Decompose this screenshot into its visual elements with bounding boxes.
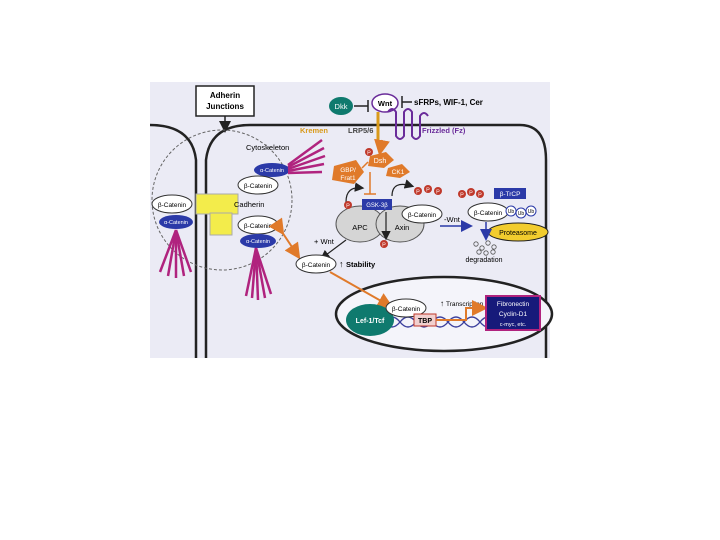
phospho-group-1-label-a: P xyxy=(416,190,420,196)
alpha-catenin-top-label: α-Catenin xyxy=(260,168,284,174)
wnt-label: Wnt xyxy=(378,99,393,108)
transcription-label: Transcription xyxy=(446,301,484,308)
lrp-label: LRP5/6 xyxy=(348,126,373,135)
axin-label: Axin xyxy=(395,223,410,232)
target-gene-1: Fibronectin xyxy=(497,301,530,308)
adherin-junctions-label-2: Junctions xyxy=(206,102,244,111)
beta-catenin-top-label: β-Catenin xyxy=(244,183,273,190)
stable-beta-catenin-label: β-Catenin xyxy=(302,262,331,269)
frizzled-label: Frizzled (Fz) xyxy=(422,126,466,135)
degrading-beta-catenin-label: β-Catenin xyxy=(474,210,503,217)
axin-phospho-label: P xyxy=(382,243,386,249)
nuclear-beta-catenin-label: β-Catenin xyxy=(392,306,421,313)
degradation-label: degradation xyxy=(466,257,503,264)
plus-wnt-label: + Wnt xyxy=(314,237,335,246)
left-beta-catenin-label: β-Catenin xyxy=(158,202,187,209)
dkk-label: Dkk xyxy=(335,102,348,111)
adherin-junctions-label-1: Adherin xyxy=(210,91,240,100)
gbp-frat1-label-1: GBP/ xyxy=(340,167,356,174)
btrcp-label: β-TrCP xyxy=(500,191,521,198)
cadherin-block-bottom xyxy=(210,213,232,235)
target-gene-2: Cyclin-D1 xyxy=(499,311,528,318)
dsh-phospho-label: P xyxy=(367,151,371,157)
phospho-group-1-label-c: P xyxy=(436,190,440,196)
target-gene-3: c-myc, etc. xyxy=(500,322,527,328)
stability-label: Stability xyxy=(346,260,376,269)
stability-arrow-glyph: ↑ xyxy=(339,259,344,269)
gbp-frat1-label-2: Frat1 xyxy=(340,175,356,182)
apc-label: APC xyxy=(352,223,368,232)
phospho-group-2-label-a: P xyxy=(460,193,464,199)
ck1-label: CK1 xyxy=(392,169,405,176)
cadherin-label: Cadherin xyxy=(234,200,264,209)
alpha-catenin-bottom-label: α-Catenin xyxy=(246,239,270,245)
ubiquitin-label-1: Ub xyxy=(508,209,515,215)
proteasome-label: Proteasome xyxy=(499,230,537,237)
cytoskeleton-label: Cytoskeleton xyxy=(246,143,289,152)
ubiquitin-label-3: Ub xyxy=(528,209,535,215)
phospho-group-1-label-b: P xyxy=(426,188,430,194)
minus-wnt-label: -Wnt xyxy=(444,215,461,224)
cadherin-block-top xyxy=(196,194,238,214)
kremen-label: Kremen xyxy=(300,126,328,135)
beta-catenin-mid-label: β-Catenin xyxy=(244,223,273,230)
apc-phospho-label: P xyxy=(346,204,350,210)
phospho-group-2-label-b: P xyxy=(469,191,473,197)
tbp-label: TBP xyxy=(418,318,432,325)
gsk3b-label: GSK-3β xyxy=(366,203,388,209)
lef-tcf-label: Lef-1/Tcf xyxy=(356,318,385,325)
complex-beta-catenin-label: β-Catenin xyxy=(408,212,437,219)
transcription-arrow-glyph: ↑ xyxy=(440,299,444,308)
dsh-label: Dsh xyxy=(374,158,387,165)
ubiquitin-label-2: Ub xyxy=(518,211,525,217)
phospho-group-2-label-c: P xyxy=(478,193,482,199)
left-alpha-catenin-label: α-Catenin xyxy=(164,220,188,226)
sfrps-label: sFRPs, WIF-1, Cer xyxy=(414,98,483,107)
